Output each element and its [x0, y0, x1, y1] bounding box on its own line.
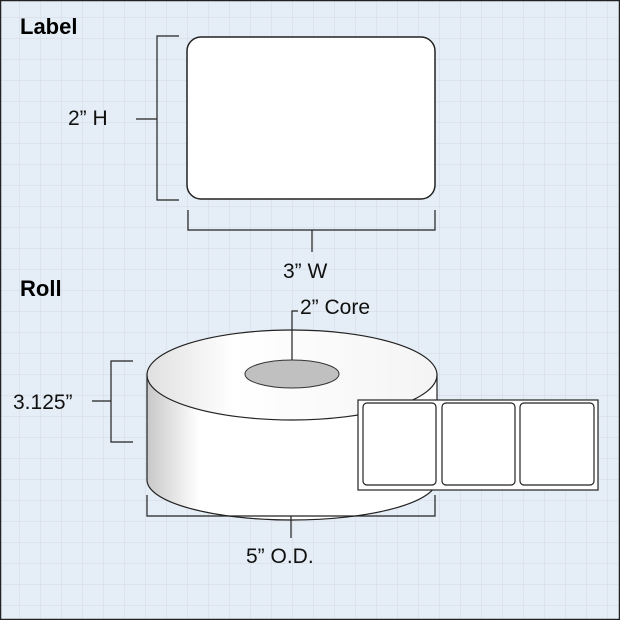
roll-label-1 [362, 402, 437, 486]
roll-width-text: 3.125” [13, 391, 73, 414]
label-height-text: 2” H [68, 107, 108, 130]
label-section-title: Label [20, 14, 77, 39]
label-width-text: 3” W [283, 260, 328, 283]
width-bracket [187, 210, 436, 252]
outer-diameter-text: 5” O.D. [246, 545, 314, 568]
core-text: 2” Core [300, 296, 370, 319]
label-strip [357, 399, 599, 491]
roll-width-bracket [92, 360, 133, 443]
height-bracket [136, 35, 179, 201]
roll-label-2 [441, 402, 516, 486]
core-hole [244, 359, 340, 389]
label-shape [186, 36, 436, 200]
core-leader [291, 310, 298, 360]
od-bracket [146, 495, 436, 538]
roll-section-title: Roll [20, 276, 62, 301]
roll-label-3 [519, 402, 595, 486]
